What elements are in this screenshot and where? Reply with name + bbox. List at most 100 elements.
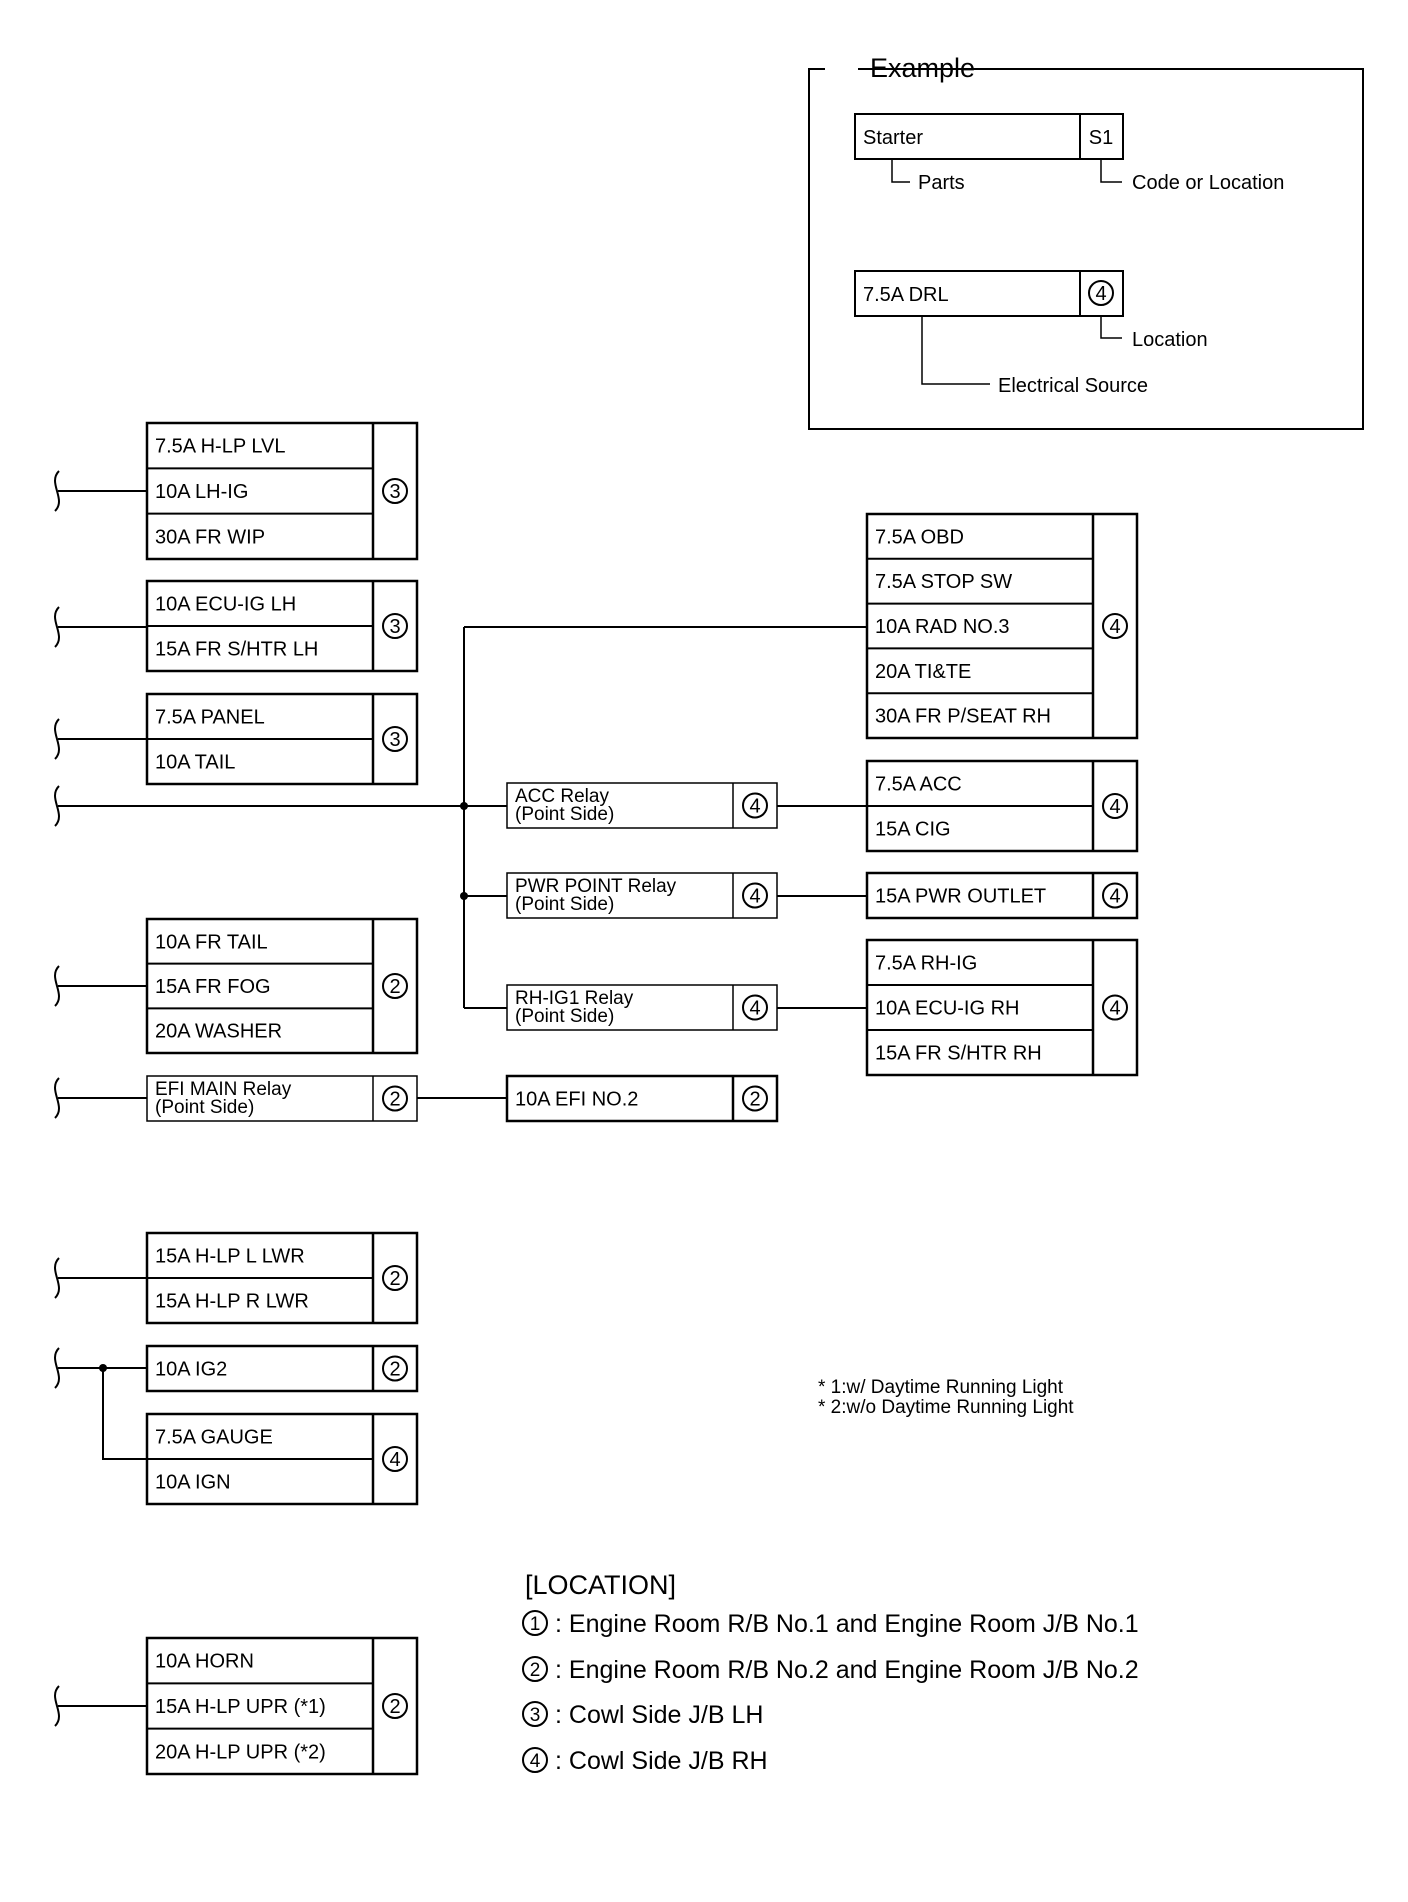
- location-legend-title: [LOCATION]: [525, 1570, 676, 1600]
- relay-label: RH-IG1 Relay: [515, 988, 634, 1009]
- fuse-label: 10A ECU-IG RH: [875, 998, 1019, 1020]
- location-marker: 4: [742, 792, 768, 819]
- legend-location-marker: 4: [522, 1747, 548, 1773]
- example-location-marker: 4: [1088, 280, 1114, 306]
- fuse-label: 7.5A RH-IG: [875, 953, 977, 975]
- fuse-label: 15A CIG: [875, 819, 951, 841]
- location-marker: 3: [382, 726, 408, 752]
- fuse-label: 15A H-LP R LWR: [155, 1291, 309, 1313]
- location-marker: 3: [382, 613, 408, 639]
- wire-break-symbol: [54, 785, 60, 827]
- example-source-label: Electrical Source: [998, 375, 1148, 397]
- legend-location-marker: 1: [522, 1610, 548, 1636]
- svg-text:3: 3: [389, 616, 400, 638]
- location-marker: 4: [742, 994, 768, 1021]
- example-part-name: Starter: [863, 127, 923, 149]
- fuse-label: 7.5A STOP SW: [875, 571, 1012, 593]
- svg-text:3: 3: [530, 1705, 541, 1726]
- fuse-label: 10A HORN: [155, 1651, 254, 1673]
- svg-text:4: 4: [1095, 283, 1106, 305]
- location-marker: 4: [1102, 882, 1128, 909]
- location-marker: 2: [382, 1265, 408, 1291]
- wire-break-symbol: [54, 606, 60, 648]
- svg-text:2: 2: [389, 1359, 400, 1381]
- fuse-label: 30A FR P/SEAT RH: [875, 706, 1051, 728]
- location-marker: 2: [742, 1085, 768, 1112]
- wire-break-symbol: [54, 718, 60, 760]
- svg-text:3: 3: [389, 729, 400, 751]
- fuse-label: 7.5A GAUGE: [155, 1427, 273, 1449]
- fuse-label: 7.5A PANEL: [155, 707, 265, 729]
- legend-location-text: : Engine Room R/B No.2 and Engine Room J…: [555, 1656, 1139, 1684]
- wiring-lines: [54, 470, 867, 1727]
- location-marker: 4: [1102, 793, 1128, 819]
- svg-text:4: 4: [1109, 886, 1120, 908]
- location-marker: 4: [1102, 613, 1128, 639]
- svg-text:2: 2: [749, 1089, 760, 1111]
- location-marker: 4: [382, 1446, 408, 1472]
- fuse-label: 10A FR TAIL: [155, 931, 268, 953]
- fuse-label: 20A WASHER: [155, 1021, 282, 1043]
- relay-label: EFI MAIN Relay: [155, 1079, 292, 1100]
- wire-break-symbol: [54, 965, 60, 1007]
- junction-dot: [460, 892, 468, 900]
- svg-text:2: 2: [389, 1089, 400, 1111]
- fuse-block-g11: PWR POINT Relay(Point Side) 4: [506, 872, 778, 919]
- location-marker: 2: [382, 1085, 408, 1112]
- svg-text:4: 4: [749, 796, 760, 818]
- example-parts-label: Parts: [918, 172, 965, 194]
- fuse-label: 10A TAIL: [155, 752, 235, 774]
- location-marker: 4: [742, 882, 768, 909]
- svg-text:2: 2: [389, 1696, 400, 1718]
- wire-break-symbol: [54, 470, 60, 512]
- svg-text:2: 2: [389, 976, 400, 998]
- fuse-label: 15A H-LP L LWR: [155, 1246, 305, 1268]
- location-marker: 2: [382, 973, 408, 999]
- wire-break-symbol: [54, 1347, 60, 1389]
- fuse-label: 15A FR FOG: [155, 976, 271, 998]
- legend-location-marker: 2: [522, 1656, 548, 1682]
- fuse-label: 30A FR WIP: [155, 526, 265, 548]
- example-part-code: S1: [1089, 127, 1113, 149]
- location-marker: 4: [1102, 994, 1128, 1021]
- example-title: Example: [870, 53, 975, 83]
- fuse-block-g13: 10A EFI NO.2 2: [505, 1074, 779, 1123]
- fuse-block-g6: 15A H-LP L LWR 15A H-LP R LWR 2: [145, 1231, 419, 1325]
- svg-text:4: 4: [1109, 796, 1120, 818]
- relay-sublabel: (Point Side): [155, 1097, 254, 1118]
- relay-label: PWR POINT Relay: [515, 876, 677, 897]
- relay-sublabel: (Point Side): [515, 804, 614, 825]
- example-location-label: Location: [1132, 329, 1208, 351]
- fuse-label: 10A RAD NO.3: [875, 616, 1010, 638]
- fuse-label: 10A EFI NO.2: [515, 1089, 638, 1111]
- fuse-label: 20A H-LP UPR (*2): [155, 1741, 326, 1763]
- fuse-block-g12: RH-IG1 Relay(Point Side) 4: [506, 984, 778, 1031]
- svg-text:4: 4: [1109, 616, 1120, 638]
- notes: * 1:w/ Daytime Running Light* 2:w/o Dayt…: [522, 1377, 1139, 1775]
- fuse-block-g17: 7.5A RH-IG 10A ECU-IG RH 15A FR S/HTR RH 4: [865, 938, 1139, 1077]
- relay-sublabel: (Point Side): [515, 1006, 614, 1027]
- wire-break-symbol: [54, 1685, 60, 1727]
- footnote-2: * 2:w/o Daytime Running Light: [818, 1397, 1074, 1418]
- svg-text:1: 1: [530, 1614, 541, 1635]
- example-code-label: Code or Location: [1132, 172, 1284, 194]
- fuse-block-g2: 10A ECU-IG LH 15A FR S/HTR LH 3: [145, 579, 419, 673]
- example-fuse-name: 7.5A DRL: [863, 284, 949, 306]
- fuse-label: 10A ECU-IG LH: [155, 594, 296, 616]
- fuse-label: 15A FR S/HTR RH: [875, 1043, 1042, 1065]
- relay-sublabel: (Point Side): [515, 894, 614, 915]
- svg-text:4: 4: [1109, 998, 1120, 1020]
- fuse-label: 7.5A H-LP LVL: [155, 436, 285, 458]
- svg-text:4: 4: [530, 1751, 541, 1772]
- fuse-block-g5: EFI MAIN Relay(Point Side) 2: [146, 1075, 418, 1122]
- legend-location-text: : Engine Room R/B No.1 and Engine Room J…: [555, 1610, 1139, 1638]
- location-marker: 2: [382, 1693, 408, 1719]
- fuse-label: 15A FR S/HTR LH: [155, 639, 318, 661]
